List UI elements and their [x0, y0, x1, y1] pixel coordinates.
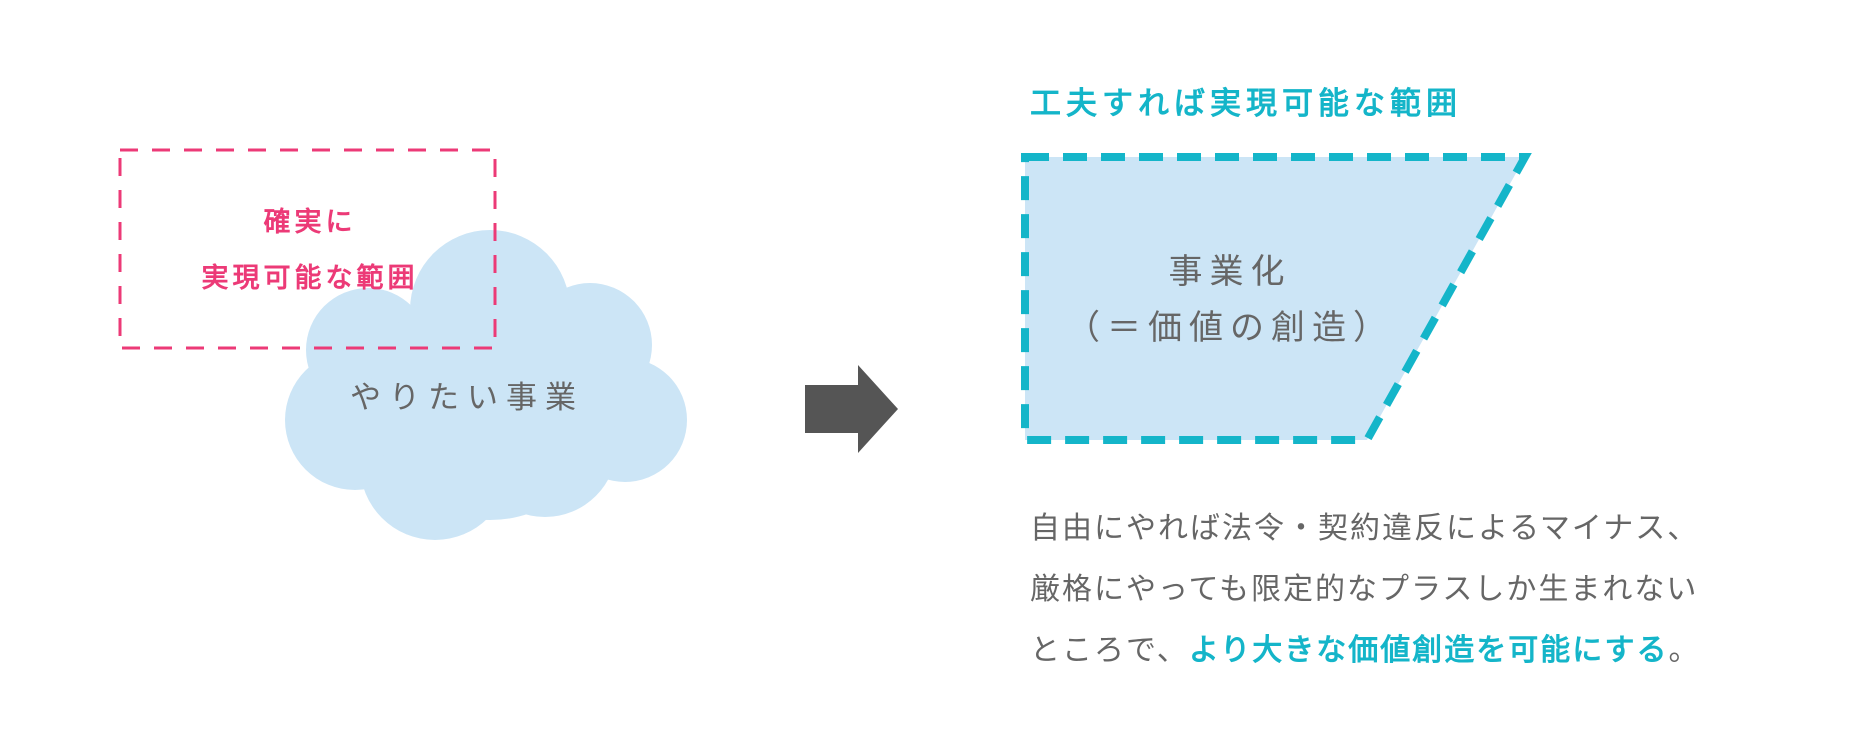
business-creation-line2: （＝価値の創造） — [1066, 308, 1394, 348]
description-line3: ところで、より大きな価値創造を可能にする。 — [1030, 620, 1701, 681]
feasible-range-title: 工夫すれば実現可能な範囲 — [1030, 86, 1462, 122]
business-creation-label: 事業化 （＝価値の創造） — [1040, 244, 1420, 356]
certain-range-line2: 実現可能な範囲 — [201, 263, 419, 294]
desired-business-label: やりたい事業 — [350, 380, 584, 416]
description-line1: 自由にやれば法令・契約違反によるマイナス、 — [1030, 511, 1700, 546]
feasible-range-shape — [1021, 153, 1532, 444]
certain-range-line1: 確実に — [263, 207, 357, 238]
description-line3-plain: ところで、 — [1030, 633, 1189, 668]
cloud-shape — [285, 230, 687, 540]
description-line3-end: 。 — [1668, 633, 1701, 668]
description-text: 自由にやれば法令・契約違反によるマイナス、 厳格にやっても限定的なプラスしか生ま… — [1030, 498, 1701, 681]
arrow-right-icon — [805, 365, 898, 453]
description-line2: 厳格にやっても限定的なプラスしか生まれない — [1030, 572, 1699, 607]
description-highlight: より大きな価値創造を可能にする — [1188, 633, 1669, 668]
business-creation-line1: 事業化 — [1168, 252, 1292, 292]
certain-range-label: 確実に 実現可能な範囲 — [120, 195, 500, 307]
